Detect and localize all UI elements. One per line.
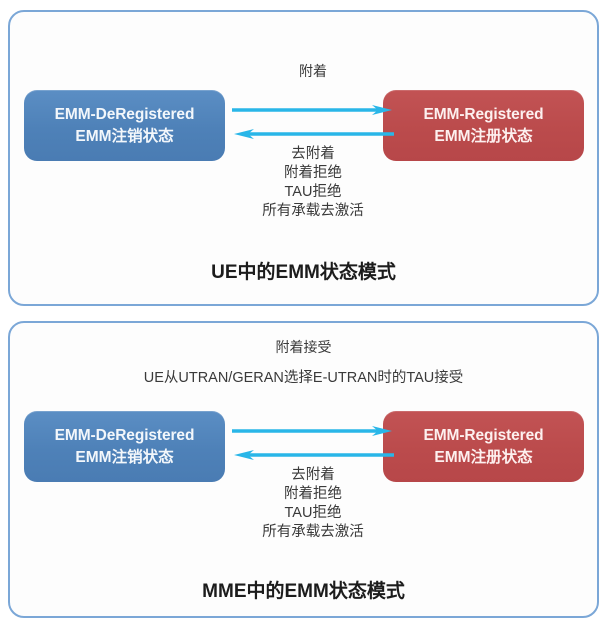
mme-forward-label-0: 附着接受 [275, 339, 332, 355]
ue-reverse-label-2: TAU拒绝 [284, 184, 342, 200]
mme-reverse-label-3: 所有承载去激活 [262, 524, 364, 540]
mme-arrow-right-icon [232, 426, 394, 436]
mme-reverse-transition-labels: 去附着 附着拒绝 TAU拒绝 所有承载去激活 [232, 466, 394, 542]
mme-state-emm-deregistered: EMM-DeRegistered EMM注销状态 [24, 411, 225, 482]
mme-state-emm-registered: EMM-Registered EMM注册状态 [383, 411, 584, 482]
ue-state-emm-deregistered-chinese: EMM注销状态 [75, 127, 174, 145]
ue-reverse-transition-labels: 去附着 附着拒绝 TAU拒绝 所有承载去激活 [232, 145, 394, 221]
ue-state-emm-registered-english: EMM-Registered [423, 105, 544, 123]
mme-state-emm-registered-chinese: EMM注册状态 [434, 448, 533, 466]
ue-panel-title: UE中的EMM状态模式 [211, 262, 396, 283]
ue-forward-transition-label: 附着 [299, 63, 327, 79]
panel-mme-emm-state-model: 附着接受 UE从UTRAN/GERAN选择E-UTRAN时的TAU接受 EMM-… [8, 321, 599, 618]
ue-state-emm-registered: EMM-Registered EMM注册状态 [383, 90, 584, 161]
mme-forward-label-1: UE从UTRAN/GERAN选择E-UTRAN时的TAU接受 [143, 370, 464, 386]
ue-state-emm-deregistered-english: EMM-DeRegistered [54, 105, 195, 123]
ue-reverse-label-3: 所有承载去激活 [262, 203, 364, 219]
ue-arrow-left-icon [232, 129, 394, 139]
ue-reverse-label-0: 去附着 [291, 146, 335, 162]
mme-reverse-label-0: 去附着 [291, 467, 335, 483]
mme-state-emm-registered-english: EMM-Registered [423, 426, 544, 444]
mme-panel-title: MME中的EMM状态模式 [202, 581, 405, 602]
ue-arrow-right-icon [232, 105, 394, 115]
mme-state-emm-deregistered-chinese: EMM注销状态 [75, 448, 174, 466]
ue-reverse-label-1: 附着拒绝 [284, 165, 342, 181]
panel-ue-emm-state-model: 附着 EMM-DeRegistered EMM注销状态 EMM-Register… [8, 10, 599, 306]
ue-state-emm-deregistered: EMM-DeRegistered EMM注销状态 [24, 90, 225, 161]
mme-state-emm-deregistered-english: EMM-DeRegistered [54, 426, 195, 444]
ue-state-emm-registered-chinese: EMM注册状态 [434, 127, 533, 145]
mme-arrow-left-icon [232, 450, 394, 460]
mme-reverse-label-1: 附着拒绝 [284, 486, 342, 502]
mme-reverse-label-2: TAU拒绝 [284, 505, 342, 521]
